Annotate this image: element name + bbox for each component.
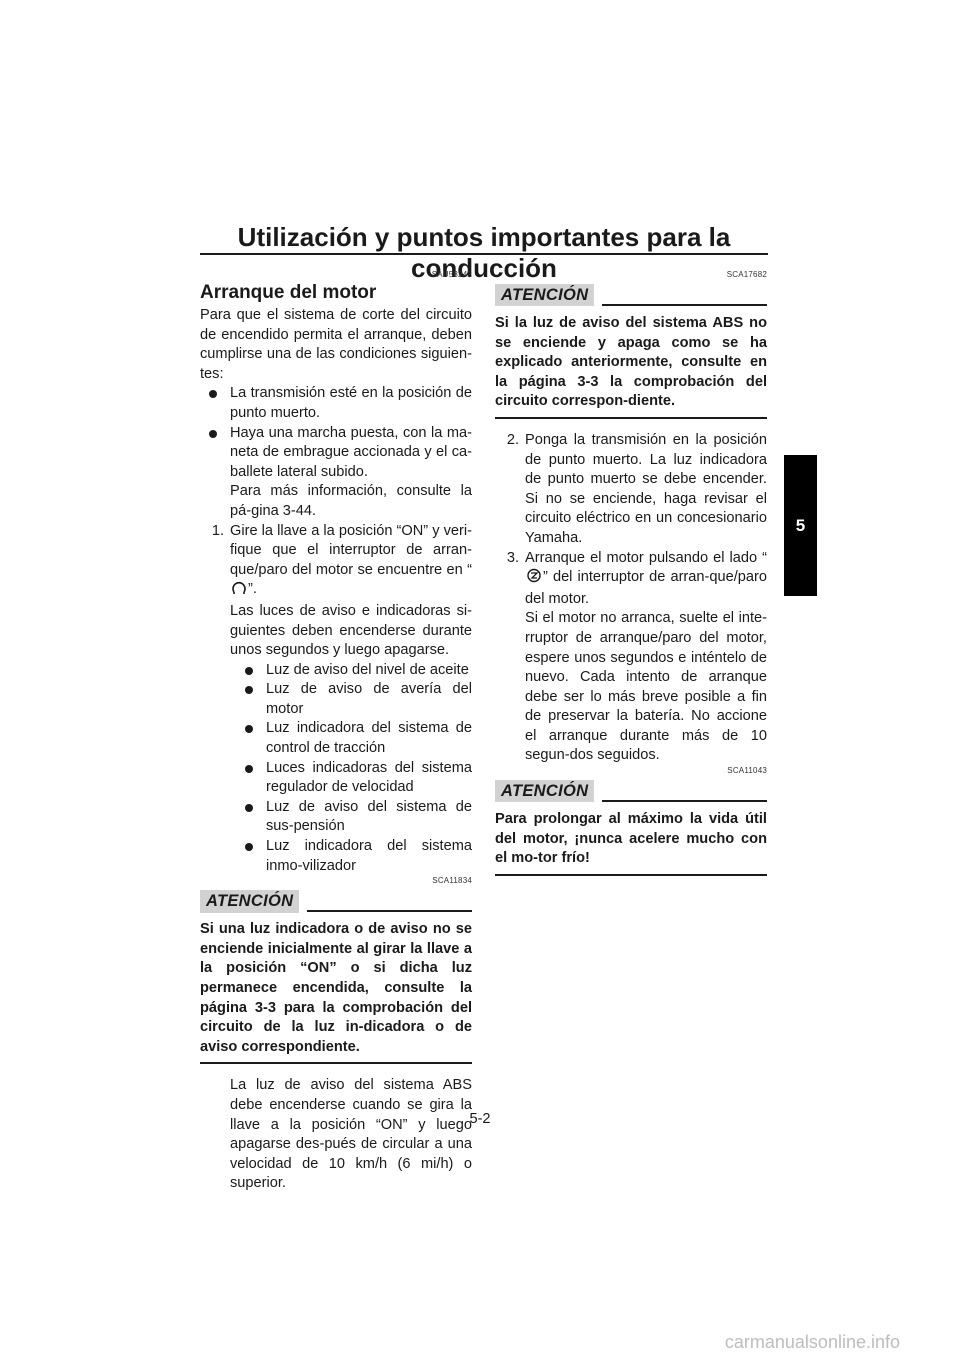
step-text-end: ” del interruptor de arran-que/paro del … — [525, 569, 767, 607]
section-title: Arranque del motor — [200, 282, 377, 303]
caution-rule — [602, 304, 767, 306]
section-code: SAU58242 — [431, 270, 472, 279]
caution-box: ATENCIÓN Para prolongar al máximo la vid… — [495, 778, 767, 876]
step-1: 1. Gire la llave a la posición “ON” y ve… — [200, 522, 472, 661]
step-number: 1. — [211, 522, 224, 539]
header-rule — [200, 253, 768, 255]
list-item: Luz indicadora del sistema de control de… — [200, 719, 472, 758]
list-item: Haya una marcha puesta, con la ma-neta d… — [200, 424, 472, 483]
caution-label: ATENCIÓN — [200, 889, 300, 913]
engine-start-icon — [525, 568, 543, 590]
abs-note: La luz de aviso del sistema ABS debe enc… — [230, 1077, 472, 1192]
caution-label: ATENCIÓN — [495, 779, 595, 803]
list-item: La transmisión esté en la posición de pu… — [200, 384, 472, 423]
left-column: SAU58242 Arranque del motor Para que el … — [200, 270, 472, 1194]
step-note: Si el motor no arranca, suelte el inte-r… — [525, 610, 767, 764]
caution-box: ATENCIÓN Si una luz indicadora o de avis… — [200, 888, 472, 1065]
caution-code: SCA17682 — [726, 270, 767, 279]
steps-list: 1. Gire la llave a la posición “ON” y ve… — [200, 522, 472, 661]
step-number: 3. — [506, 549, 519, 566]
engine-run-icon — [230, 580, 248, 602]
step-text: Arranque el motor pulsando el lado “ — [525, 549, 767, 566]
watermark: carmanualsonline.info — [724, 1332, 900, 1352]
caution-text: Si la luz de aviso del sistema ABS no se… — [495, 314, 767, 419]
list-item: Luz indicadora del sistema inmo-vilizado… — [200, 837, 472, 876]
intro-paragraph: Para que el sistema de corte del circuit… — [200, 307, 472, 382]
list-item: Luz de aviso de avería del motor — [200, 680, 472, 719]
page-number: 5-2 — [469, 1111, 491, 1127]
right-column: SCA17682 ATENCIÓN Si la luz de aviso del… — [495, 270, 767, 876]
step-text-end: ”. — [248, 581, 257, 598]
list-item: Luces indicadoras del sistema regulador … — [200, 759, 472, 798]
caution-rule — [602, 800, 767, 803]
step-2: 2. Ponga la transmisión en la posición d… — [495, 431, 767, 549]
caution-text: Si una luz indicadora o de aviso no se e… — [200, 920, 472, 1065]
conditions-note: Para más información, consulte la pá-gin… — [230, 483, 472, 519]
caution-code: SCA11043 — [727, 766, 767, 776]
steps-list: 2. Ponga la transmisión en la posición d… — [495, 431, 767, 766]
step-text: Ponga la transmisión en la posición de p… — [525, 431, 767, 546]
chapter-tab: 5 — [784, 455, 817, 596]
step-number: 2. — [506, 431, 519, 448]
step-note: Las luces de aviso e indicadoras si-guie… — [230, 602, 472, 659]
conditions-list: La transmisión esté en la posición de pu… — [200, 384, 472, 482]
warning-lights-list: Luz de aviso del nivel de aceite Luz de … — [200, 661, 472, 877]
caution-rule — [307, 910, 472, 913]
step-text: Gire la llave a la posición “ON” y veri-… — [230, 522, 472, 578]
list-item: Luz de aviso del nivel de aceite — [200, 661, 472, 681]
caution-box: ATENCIÓN Si la luz de aviso del sistema … — [495, 282, 767, 419]
caution-label: ATENCIÓN — [495, 283, 595, 307]
page-title: Utilización y puntos importantes para la… — [237, 222, 731, 283]
caution-text: Para prolongar al máximo la vida útil de… — [495, 810, 767, 876]
step-3: 3. Arranque el motor pulsando el lado “ ”… — [495, 549, 767, 767]
caution-code: SCA11834 — [432, 876, 472, 886]
list-item: Luz de aviso del sistema de sus-pensión — [200, 798, 472, 837]
